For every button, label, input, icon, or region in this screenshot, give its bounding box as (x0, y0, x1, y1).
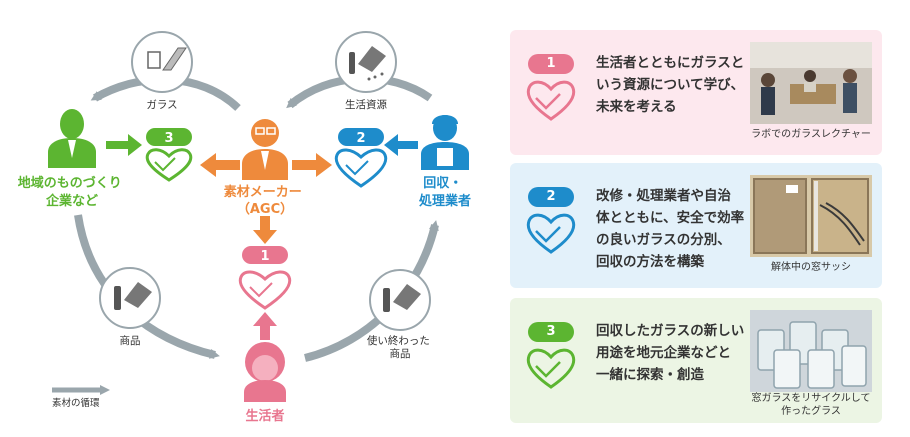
card-1-text-line2: いう資源について学び、 (596, 77, 745, 93)
used-products-flow-label: 使い終わった 商品 (367, 334, 433, 360)
products-flow-icon (99, 267, 161, 329)
card-2: 2 改修・処理業者や自治 体とともに、安全で効率 の良いガラスの分別、 回収の方… (510, 163, 882, 288)
used-products-label-line2: 商品 (390, 347, 411, 360)
card-2-badge: 2 (528, 187, 574, 207)
local-business-label: 地域のものづくり 企業など (18, 175, 127, 209)
circulation-diagram: 3 2 1 地域のものづくり 企業など (18, 31, 471, 424)
collector-label-line2: 処理業者 (418, 193, 471, 209)
consumer-label: 生活者 (245, 408, 284, 424)
glass-flow-icon (131, 31, 193, 93)
collector-label: 回収・ 処理業者 (418, 176, 471, 209)
arrow-consumer-to-1 (253, 312, 277, 340)
card-2-photo (750, 175, 872, 257)
card-1: 1 生活者とともにガラスと いう資源について学び、 未来を考える ラボでのガラス… (510, 30, 882, 155)
local-business-label-line1: 地域のものづくり (18, 175, 122, 191)
maker-person-icon (242, 119, 288, 180)
card-1-caption: ラボでのガラスレクチャー (751, 129, 871, 140)
card-2-text-line1: 改修・処理業者や自治 (596, 188, 731, 204)
maker-label-line2: （AGC） (237, 201, 293, 217)
used-products-label-line1: 使い終わった (367, 334, 430, 347)
card-3-caption-line2: 作ったグラス (781, 406, 841, 417)
collector-person-icon (421, 115, 469, 170)
badge-1-number: 1 (260, 249, 269, 264)
card-1-photo (750, 42, 872, 124)
card-2-text: 改修・処理業者や自治 体とともに、安全で効率 の良いガラスの分別、 回収の方法を… (596, 185, 764, 273)
business-person-icon (48, 109, 96, 168)
card-3-caption: 窓ガラスをリサイクルして 作ったグラス (744, 392, 878, 418)
card-3: 3 回収したガラスの新しい 用途を地元企業などと 一緒に探索・創造 窓ガラスをリ… (510, 298, 882, 423)
card-3-text-line2: 用途を地元企業などと (596, 345, 731, 361)
collector-label-line1: 回収・ (423, 176, 462, 191)
products-flow-label: 商品 (120, 334, 141, 347)
handshake-heart-icon (526, 213, 576, 254)
card-3-text: 回収したガラスの新しい 用途を地元企業などと 一緒に探索・創造 (596, 320, 764, 386)
arrow-business-to-3 (106, 134, 142, 156)
card-3-caption-line1: 窓ガラスをリサイクルして (751, 393, 871, 404)
arrow-collector-to-2 (384, 134, 418, 156)
handshake-heart-icon (526, 80, 576, 121)
badge-2-icon (334, 128, 388, 188)
card-2-caption: 解体中の窓サッシ (771, 262, 851, 273)
card-1-badge: 1 (528, 54, 574, 74)
card-2-text-line2: 体とともに、安全で効率 (596, 210, 745, 226)
glass-flow-label: ガラス (146, 99, 177, 111)
card-2-text-line3: の良いガラスの分別、 (596, 232, 731, 248)
resources-flow-icon (335, 31, 397, 93)
arrow-maker-to-1 (253, 216, 277, 244)
badge-3-number: 3 (164, 131, 173, 146)
badge-1-icon (238, 246, 292, 310)
resources-flow-label: 生活資源 (345, 98, 387, 111)
badge-3-icon (145, 128, 193, 182)
consumer-person-icon (244, 342, 286, 402)
card-3-text-line1: 回収したガラスの新しい (596, 323, 745, 339)
handshake-heart-icon (526, 348, 576, 389)
legend-label: 素材の循環 (52, 397, 100, 409)
local-business-label-line2: 企業など (45, 193, 98, 209)
card-1-text-line3: 未来を考える (596, 99, 677, 115)
card-3-photo (750, 310, 872, 392)
card-3-badge: 3 (528, 322, 574, 342)
maker-label: 素材メーカー （AGC） (224, 184, 307, 217)
card-3-text-line3: 一緒に探索・創造 (596, 367, 704, 383)
arrow-maker-to-3 (200, 153, 240, 177)
card-1-text: 生活者とともにガラスと いう資源について学び、 未来を考える (596, 52, 764, 118)
used-products-flow-icon (369, 269, 431, 331)
badge-2-number: 2 (356, 131, 365, 146)
arrow-maker-to-2 (292, 153, 332, 177)
card-1-text-line1: 生活者とともにガラスと (596, 55, 745, 71)
card-2-text-line4: 回収の方法を構築 (596, 254, 704, 270)
maker-label-line1: 素材メーカー (224, 184, 302, 200)
